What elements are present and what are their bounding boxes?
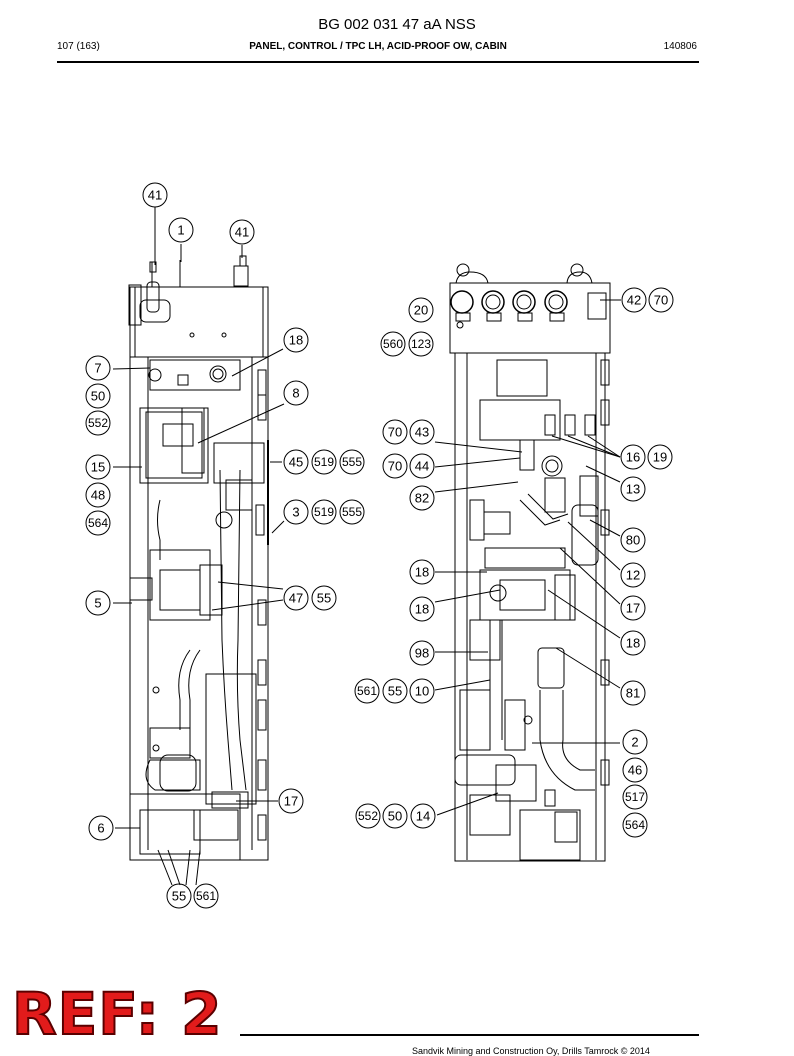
callout-number: 18: [626, 636, 640, 651]
callout-number: 560: [383, 337, 403, 351]
callout-number: 12: [626, 568, 640, 583]
callout-number: 123: [411, 337, 431, 351]
callout-number: 98: [415, 646, 429, 661]
callout-number: 14: [416, 809, 430, 824]
callout-number: 519: [314, 505, 334, 519]
callout-number: 18: [415, 602, 429, 617]
callout-number: 552: [358, 809, 378, 823]
callout-number: 70: [388, 459, 402, 474]
callout-number: 70: [388, 425, 402, 440]
ref-stamp: REF: 2: [11, 980, 223, 1048]
callout-number: 18: [289, 333, 303, 348]
callout-number: 16: [626, 450, 640, 465]
callout-number: 82: [415, 491, 429, 506]
callout-number: 5: [94, 596, 101, 611]
callout-number: 6: [97, 821, 104, 836]
callout-number: 81: [626, 686, 640, 701]
callout-number: 15: [91, 460, 105, 475]
callout-number: 564: [88, 516, 108, 530]
callout-number: 3: [292, 505, 299, 520]
callout-number: 17: [626, 601, 640, 616]
callout-number: 517: [625, 790, 645, 804]
footer-rule: [240, 1034, 699, 1036]
callout-number: 50: [91, 389, 105, 404]
callout-number: 41: [148, 188, 162, 203]
callout-number: 55: [388, 684, 402, 699]
callout-number: 17: [284, 794, 298, 809]
sheet-title: PANEL, CONTROL / TPC LH, ACID-PROOF OW, …: [249, 41, 507, 52]
callout-number: 519: [314, 455, 334, 469]
document-title: BG 002 031 47 aA NSS: [318, 16, 476, 33]
callout-number: 8: [292, 386, 299, 401]
callout-number: 10: [415, 684, 429, 699]
callout-number: 42: [627, 293, 641, 308]
callout-number: 44: [415, 459, 429, 474]
callout-number: 555: [342, 455, 362, 469]
callout-number: 47: [289, 591, 303, 606]
page-number: 107 (163): [57, 41, 100, 52]
callout-number: 555: [342, 505, 362, 519]
callout-number: 20: [414, 303, 428, 318]
callout-number: 2: [631, 735, 638, 750]
leader-lines: [112, 207, 621, 886]
callout-circles: [85, 182, 674, 909]
callout-number: 46: [628, 763, 642, 778]
copyright-text: Sandvik Mining and Construction Oy, Dril…: [412, 1046, 650, 1056]
callout-number: 55: [172, 889, 186, 904]
callout-number: 70: [654, 293, 668, 308]
header-rule: [57, 61, 699, 63]
callout-number: 13: [626, 482, 640, 497]
callout-number: 561: [357, 684, 377, 698]
callout-number: 50: [388, 809, 402, 824]
date-code: 140806: [663, 41, 697, 52]
left-panel-drawing: [128, 255, 269, 861]
callout-number: 19: [653, 450, 667, 465]
callout-number: 18: [415, 565, 429, 580]
callout-number: 7: [94, 361, 101, 376]
callout-number: 80: [626, 533, 640, 548]
callout-number: 552: [88, 416, 108, 430]
callout-number: 1: [177, 223, 184, 238]
right-panel-drawing: [449, 263, 611, 862]
callout-number: 45: [289, 455, 303, 470]
callout-number: 48: [91, 488, 105, 503]
callout-number: 41: [235, 225, 249, 240]
callout-number: 564: [625, 818, 645, 832]
callout-number: 55: [317, 591, 331, 606]
callout-number: 561: [196, 889, 216, 903]
callout-number: 43: [415, 425, 429, 440]
